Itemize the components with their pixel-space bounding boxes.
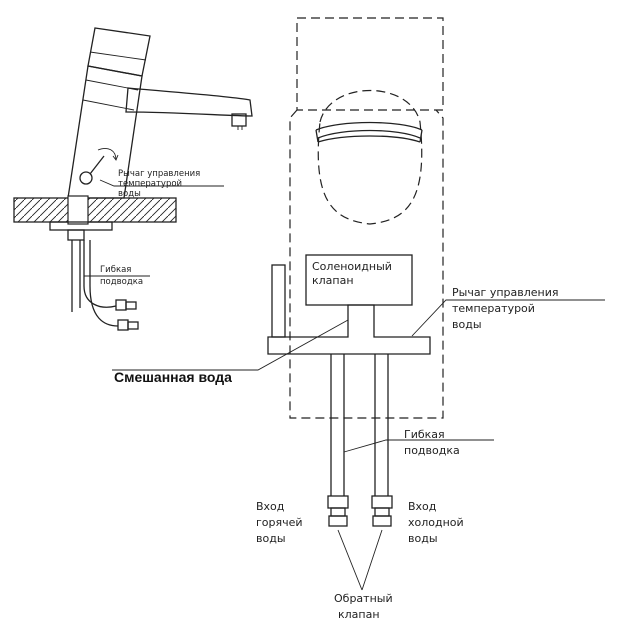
dashed-cap-outline	[296, 17, 444, 111]
small-lever-label-2: температурой	[118, 179, 182, 189]
faucet-side-view: Рычаг управления температурой воды Гибка…	[13, 27, 253, 331]
small-hose-label-1: Гибкая	[100, 265, 131, 275]
hose-label-2: подводка	[404, 444, 460, 457]
lever-label-3: воды	[452, 318, 482, 331]
small-hose-fittings	[115, 299, 139, 331]
solenoid-label-1: Соленоидный	[312, 260, 392, 273]
dashed-body-outline	[289, 109, 444, 419]
hot-inlet-label-3: воды	[256, 532, 286, 545]
hot-inlet-label-2: горячей	[256, 516, 303, 529]
handle-band	[315, 121, 423, 143]
check-valve-leader-right	[361, 529, 383, 591]
check-valve-label-2: клапан	[338, 608, 380, 621]
hot-inlet-label-1: Вход	[256, 500, 285, 513]
mixer-body	[267, 304, 431, 355]
temperature-lever-rod	[271, 264, 286, 338]
schematic-view: Соленоидный клапан Рычаг	[112, 17, 605, 621]
faucet-temperature-lever	[79, 148, 119, 185]
lever-label-1: Рычаг управления	[452, 286, 559, 299]
check-valve-leader-left	[337, 529, 363, 591]
lever-leader	[411, 299, 605, 337]
faucet-spout	[125, 87, 253, 117]
cold-inlet-label-2: холодной	[408, 516, 464, 529]
cold-inlet-label-3: воды	[408, 532, 438, 545]
hose-label-1: Гибкая	[404, 428, 445, 441]
mixed-water-label: Смешанная вода	[114, 369, 232, 385]
check-valve-label-1: Обратный	[334, 592, 393, 605]
mixed-water-leader	[112, 319, 349, 371]
dashed-dome-outline	[317, 90, 423, 225]
small-hose-label-2: подводка	[100, 277, 143, 287]
hot-check-valve	[327, 495, 349, 527]
small-lever-label-3: воды	[118, 189, 141, 199]
small-lever-label-1: Рычаг управления	[118, 169, 200, 179]
faucet-push-button	[87, 27, 151, 77]
lever-label-2: температурой	[452, 302, 535, 315]
cold-check-valve	[371, 495, 393, 527]
solenoid-label-2: клапан	[312, 274, 354, 287]
countertop-section	[13, 197, 177, 223]
hose-leader	[343, 439, 494, 453]
cold-inlet-label-1: Вход	[408, 500, 437, 513]
supply-pipes	[330, 354, 389, 496]
